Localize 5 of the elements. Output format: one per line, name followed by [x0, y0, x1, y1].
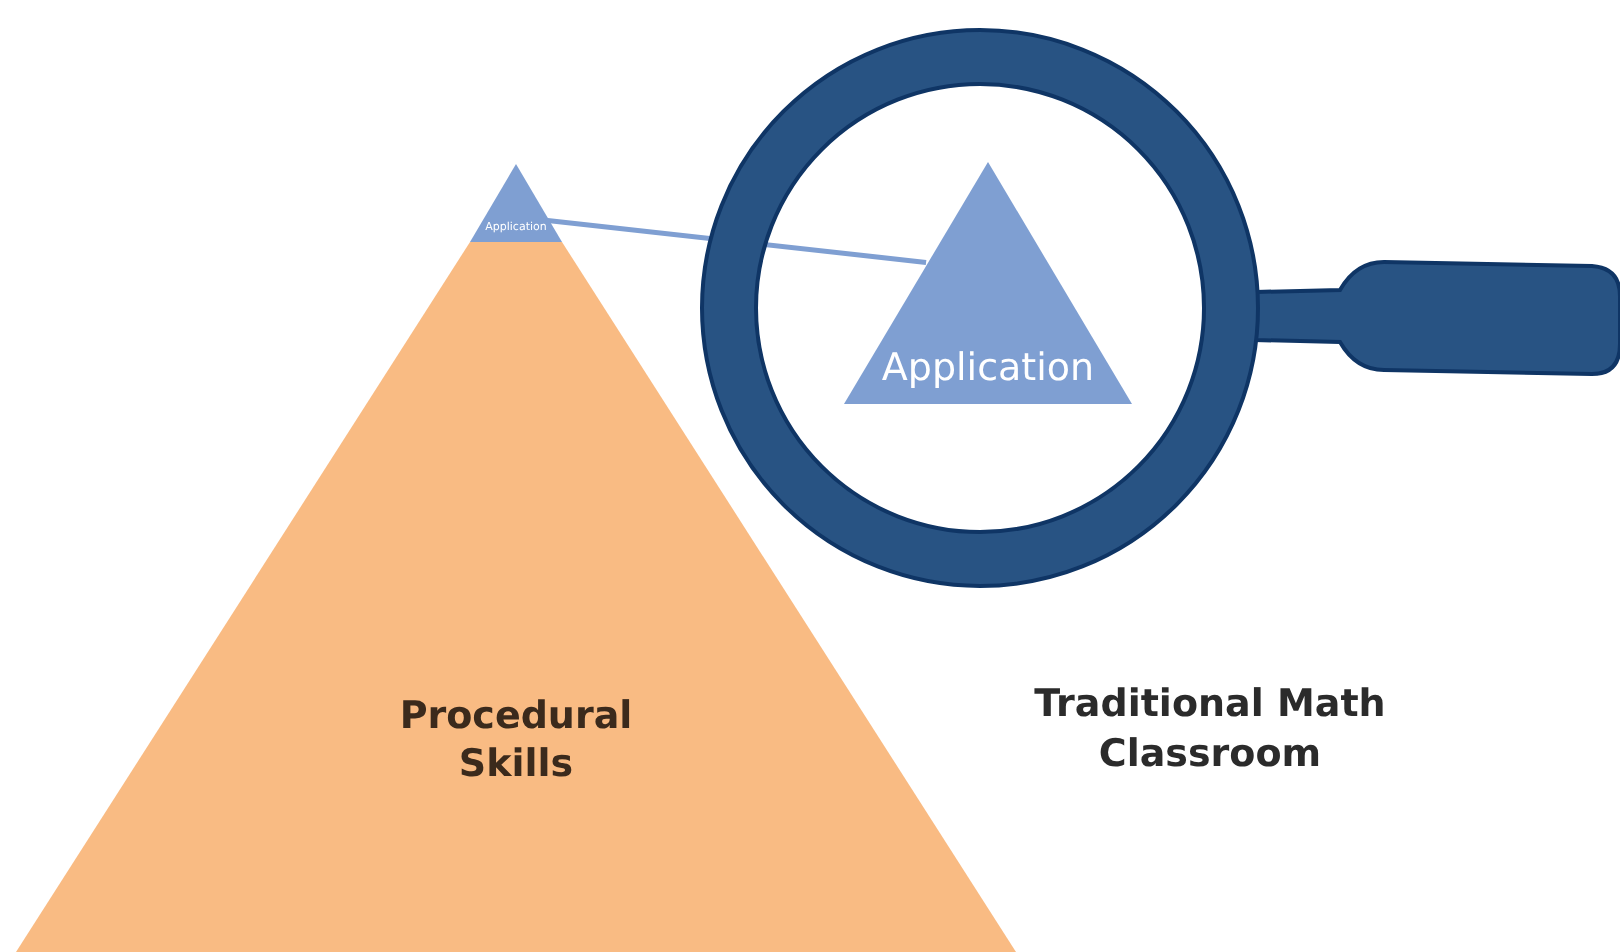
pyramid-apex-triangle: [470, 164, 562, 242]
node-label: Application: [879, 346, 1097, 394]
magnified-triangle: [844, 162, 1132, 404]
node-label: Procedural Skills: [397, 694, 635, 789]
caption-text: Traditional Math Classroom: [1032, 680, 1388, 780]
